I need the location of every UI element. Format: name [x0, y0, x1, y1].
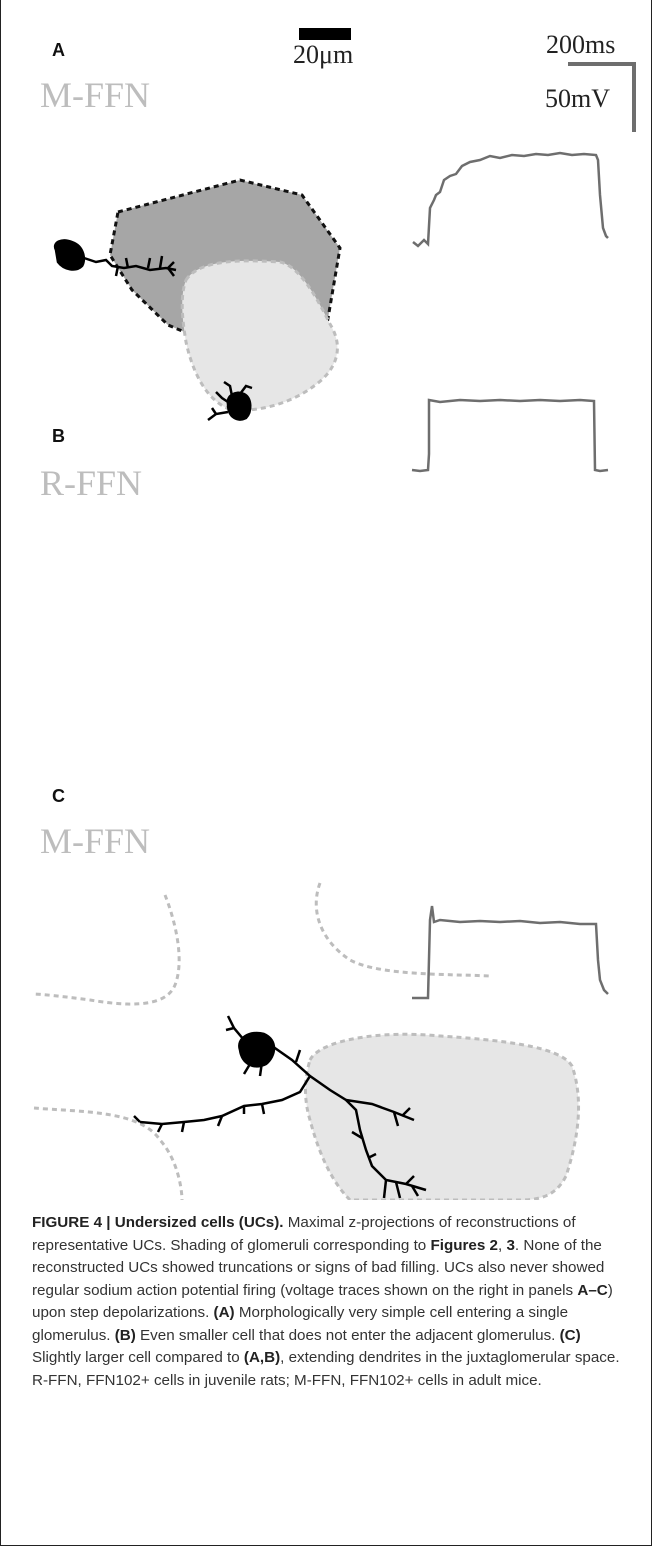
caption-text-end: , extending dendrites in the juxtaglomer…: [32, 1349, 620, 1389]
caption-text-a: Morphologically very simple cell enterin…: [32, 1304, 569, 1344]
panel-c-name: M-FFN: [40, 821, 151, 861]
caption-label-c: (C): [559, 1326, 581, 1344]
time-voltage-scale-bar: [568, 62, 636, 132]
panel-a-voltage-trace: [412, 151, 609, 248]
figure: A M-FFN 20μm 200ms 50mV: [31, 28, 636, 1200]
panel-b-glomerulus: [180, 259, 339, 412]
time-scale-label: 200ms: [546, 30, 616, 59]
figure-drawing: [31, 62, 636, 1200]
voltage-scale-label: 50mV: [545, 84, 610, 113]
caption-text-2: ,: [498, 1236, 507, 1254]
caption-title: FIGURE 4 | Undersized cells (UCs).: [32, 1214, 284, 1231]
panel-c-voltage-trace: [412, 905, 609, 1000]
caption-ref-figures[interactable]: Figures 2: [430, 1236, 498, 1254]
panel-a-letter: A: [52, 40, 65, 60]
caption-text-c: Slightly larger cell compared to: [32, 1349, 244, 1366]
spatial-scale-bar: [299, 28, 351, 40]
panel-b-name: R-FFN: [40, 463, 143, 503]
caption-label-b: (B): [114, 1326, 136, 1344]
caption-ref-panels: A–C: [577, 1281, 608, 1299]
caption-ref-ab: (A,B): [243, 1349, 281, 1366]
panel-c-glomerulus-boundary-bottom-left: [33, 1106, 184, 1200]
panel-c-glomerulus-boundary-top-left: [31, 894, 181, 1006]
panel-c-cell: [133, 1015, 427, 1199]
panel-b-voltage-trace: [411, 398, 609, 473]
figure-caption: FIGURE 4 | Undersized cells (UCs). Maxim…: [32, 1212, 632, 1392]
panel-c-letter: C: [52, 786, 65, 806]
panel-c-glomerulus-boundary-top-right: [314, 882, 491, 978]
caption-text-1: Maximal z-projections of reconstructions…: [32, 1214, 576, 1254]
caption-text-4: ) upon step depolarizations.: [32, 1281, 613, 1322]
panel-b-cell: [207, 380, 253, 421]
spatial-scale-label: 20μm: [293, 40, 354, 69]
caption-label-a: (A): [213, 1304, 235, 1321]
panel-b-letter: B: [52, 426, 65, 446]
panel-c-glomerulus: [304, 1032, 581, 1200]
caption-text-b: Even smaller cell that does not enter th…: [135, 1326, 560, 1344]
panel-a-cell: [53, 239, 177, 277]
caption-text-3: . None of the reconstructed UCs showed t…: [32, 1236, 605, 1299]
panel-a-name: M-FFN: [40, 75, 151, 115]
caption-ref-3[interactable]: 3: [506, 1236, 515, 1254]
